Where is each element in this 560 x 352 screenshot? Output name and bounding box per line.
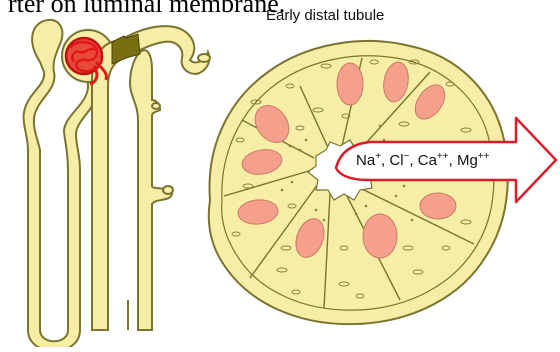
tubule-branch [163, 186, 173, 194]
ion-mg-charge: ++ [478, 151, 490, 162]
ion-separator: , [409, 152, 417, 169]
ion-separator: , [381, 152, 389, 169]
nephron-illustration [24, 20, 210, 347]
nucleus [363, 214, 397, 258]
ion-cl: Cl [389, 152, 403, 169]
thick-ascending-limb [92, 38, 124, 330]
nucleus [420, 193, 456, 219]
tubule-branch [152, 103, 160, 109]
ion-mg: Mg [457, 152, 478, 169]
tubule-cross-section [209, 41, 508, 324]
heading-fragment: rter on luminal membrane. [8, 0, 285, 18]
ion-ca-charge: ++ [437, 151, 449, 162]
tubule-opening [198, 54, 210, 62]
ion-separator: , [449, 152, 457, 169]
ion-na: Na [356, 152, 376, 169]
diagram-label: Early distal tubule [266, 7, 384, 24]
ion-ca: Ca [418, 152, 438, 169]
nucleus [337, 63, 363, 105]
